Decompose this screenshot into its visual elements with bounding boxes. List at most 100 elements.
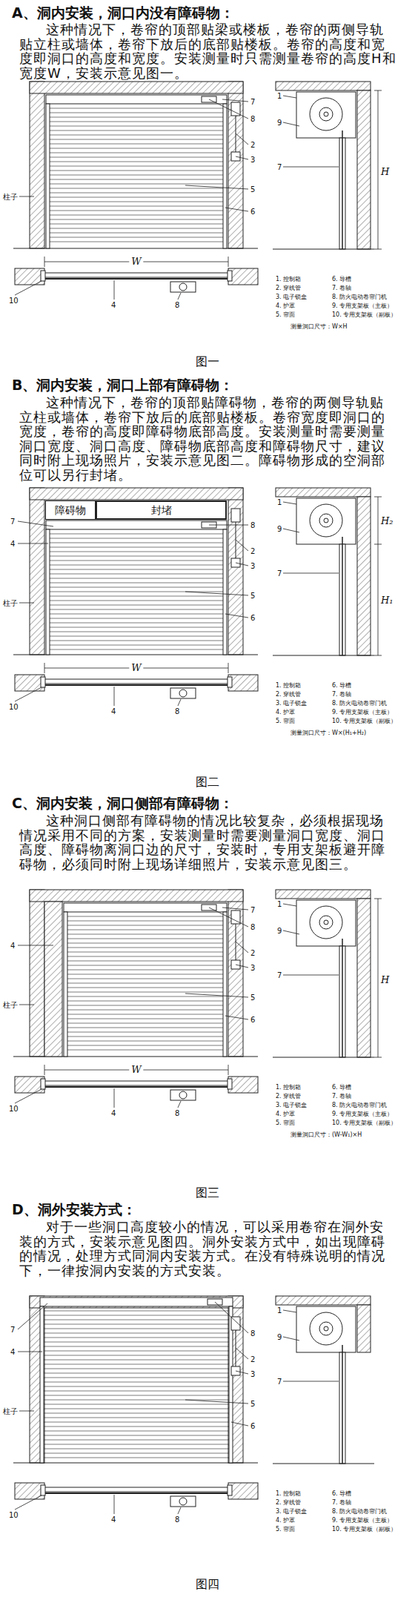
wall-column xyxy=(29,81,45,249)
roller-hood xyxy=(45,94,227,104)
slat-line xyxy=(67,1036,224,1037)
legend-item: 8. 防火电动卷帘门机 xyxy=(332,699,387,707)
column-label: 柱子 xyxy=(2,192,18,201)
leader-line xyxy=(235,539,249,551)
guide-rail xyxy=(40,1305,44,1463)
slat-line xyxy=(43,1399,229,1400)
dimension-tick xyxy=(44,662,46,673)
figure-caption: 图四 xyxy=(195,1577,220,1591)
wall-column xyxy=(228,81,244,249)
slat-line xyxy=(67,1009,224,1011)
slat-line xyxy=(67,1000,224,1002)
slat-line xyxy=(43,1350,229,1351)
legend-item: 5. 帘面 xyxy=(275,311,295,319)
callout-number: 5 xyxy=(250,993,255,1002)
leader-line xyxy=(214,1301,249,1333)
slat-line xyxy=(67,951,224,953)
roller-circle xyxy=(319,107,333,121)
measure-note: 测量洞口尺寸：W×(H₁+H₂) xyxy=(290,729,367,737)
slat-line xyxy=(49,201,224,203)
legend-item: 6. 导槽 xyxy=(332,1083,352,1091)
slat-line xyxy=(67,933,224,935)
slat-line xyxy=(43,1363,229,1365)
callout-number: 4 xyxy=(10,1347,15,1356)
slat-line xyxy=(49,542,224,544)
slat-line xyxy=(49,237,224,238)
callout-number: 9 xyxy=(277,1332,282,1341)
callout-number: 4 xyxy=(111,1108,116,1117)
leader-line xyxy=(283,1380,339,1382)
slat-line xyxy=(49,125,224,127)
slat-line xyxy=(49,174,224,176)
leader-line xyxy=(235,1370,249,1374)
leader-line xyxy=(225,207,249,212)
slat-line xyxy=(49,609,224,610)
leader-line xyxy=(225,613,249,618)
dimension-label: H xyxy=(380,166,390,178)
callout-number: 3 xyxy=(250,561,255,570)
dimension-tick xyxy=(228,1064,229,1075)
leader-line xyxy=(231,1421,249,1426)
slat-line xyxy=(49,560,224,561)
slat-line xyxy=(67,947,224,948)
leader-line xyxy=(283,166,339,168)
paragraph: 这种情况下，卷帘的顶部贴障碍物，卷帘的两侧导轨贴立柱或墙体，卷帘下放后的底部贴楼… xyxy=(19,394,398,482)
roller-hood-plan xyxy=(44,1486,229,1492)
dimension-line xyxy=(377,496,379,656)
leader-line xyxy=(17,944,54,946)
callout-number: 6 xyxy=(250,1421,255,1430)
slat-line xyxy=(67,969,224,971)
legend-item: 7. 卷轴 xyxy=(332,690,352,699)
slat-line xyxy=(49,161,224,163)
section-heading: D、洞外安装方式： xyxy=(11,1200,137,1217)
motor-circle xyxy=(179,1090,187,1099)
slat-line xyxy=(67,991,224,993)
callout-number: 5 xyxy=(250,185,255,194)
slat-line xyxy=(67,1004,224,1006)
roller-hood-plan xyxy=(44,272,229,278)
callout-number: 7 xyxy=(277,970,282,979)
curtain-line xyxy=(341,536,344,656)
floor-line xyxy=(272,1462,375,1463)
obstacle-box: 障碍物 xyxy=(45,500,96,520)
slat-line xyxy=(49,210,224,212)
callout-number: 8 xyxy=(250,114,255,124)
slat-line xyxy=(43,1416,229,1418)
curtain-line xyxy=(341,1344,344,1463)
legend-item: 9. 专用支架板（主板） xyxy=(332,302,393,310)
slat-line xyxy=(43,1439,229,1440)
side-obstacle xyxy=(44,901,63,1057)
top-beam xyxy=(29,81,244,94)
wall-section xyxy=(357,1304,371,1352)
slat-line xyxy=(43,1381,229,1383)
leader-line xyxy=(177,1506,181,1514)
wall-column xyxy=(29,1295,45,1463)
ceiling-slab xyxy=(275,487,371,497)
slat-line xyxy=(67,960,224,962)
callout-number: 10 xyxy=(8,702,19,711)
callout-number: 1 xyxy=(277,91,282,101)
wall-section xyxy=(14,268,45,285)
bracket-plate xyxy=(40,1484,46,1495)
slat-line xyxy=(43,1341,229,1343)
legend-item: 9. 专用支架板（主板） xyxy=(332,1110,393,1118)
dimension-label: H₂ xyxy=(380,515,394,527)
callout-number: 8 xyxy=(250,520,255,530)
wall-section xyxy=(14,1482,45,1499)
slat-line xyxy=(67,1031,224,1033)
roller-circle xyxy=(309,503,343,537)
slat-line xyxy=(49,219,224,221)
slat-line xyxy=(43,1403,229,1405)
dimension-tick xyxy=(374,496,382,498)
bracket-plate xyxy=(40,676,46,687)
wall-column xyxy=(228,889,244,1057)
slat-line xyxy=(67,982,224,984)
curtain-line xyxy=(44,1491,229,1494)
leader-line xyxy=(225,1015,249,1019)
leader-line xyxy=(283,1309,297,1312)
leader-line xyxy=(14,280,42,295)
motor-circle xyxy=(179,1496,187,1505)
ceiling-slab xyxy=(275,889,371,899)
roller-circle xyxy=(309,1311,343,1345)
legend-item: 4. 护罩 xyxy=(275,1516,295,1524)
